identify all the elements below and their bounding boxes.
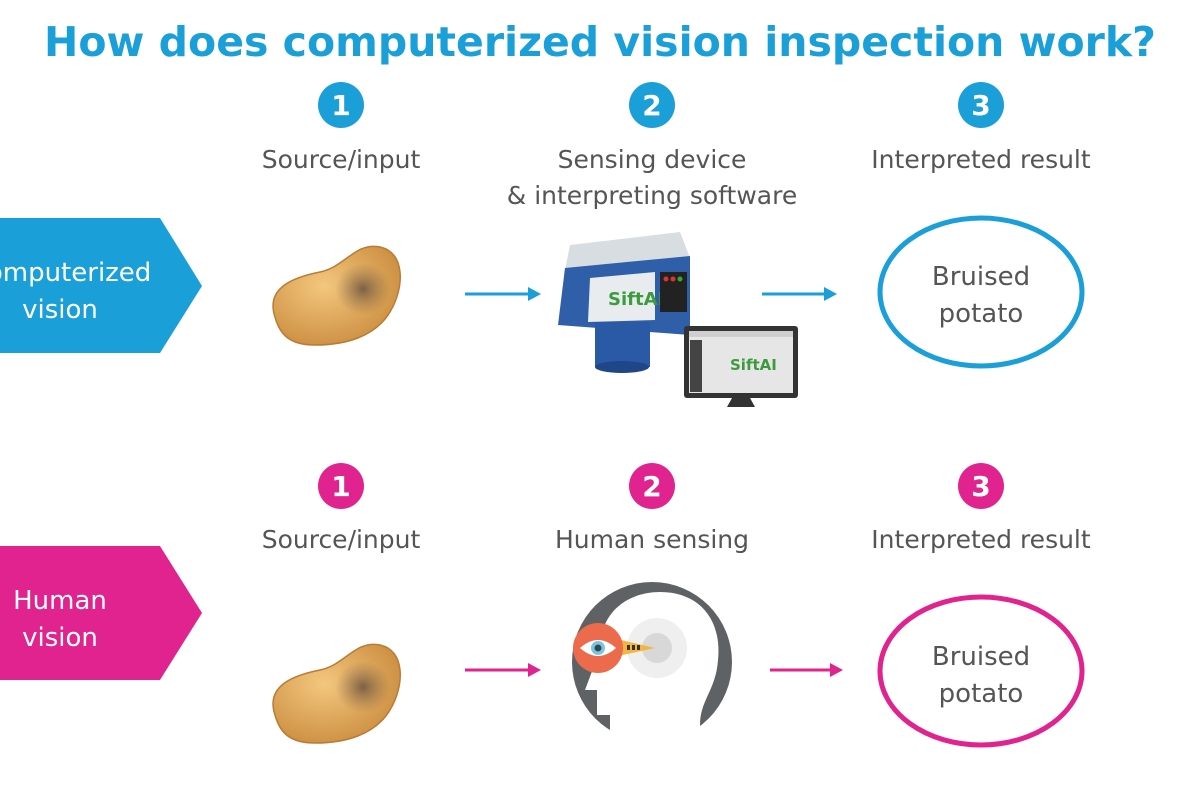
step-1: 1 Source/input — [262, 82, 421, 174]
step-number: 1 — [331, 470, 350, 503]
computerized-row: Computerized vision 1 Source/input 2 Sen… — [0, 82, 1091, 407]
step-number: 3 — [971, 470, 990, 503]
step-number-badge — [318, 82, 364, 128]
result-ellipse: Bruised potato — [877, 215, 1085, 369]
human-vision-tag: Human vision — [0, 546, 202, 680]
result-line2: potato — [939, 679, 1024, 709]
step-number-badge — [318, 463, 364, 509]
step-3: 3 Interpreted result — [871, 82, 1091, 174]
result-line1: Bruised — [932, 262, 1030, 292]
step-2: 2 Human sensing — [555, 463, 749, 554]
result-line1: Bruised — [932, 642, 1030, 672]
tag-line1: Computerized — [0, 258, 151, 288]
tag-line2: vision — [22, 623, 98, 653]
step-number: 3 — [971, 89, 990, 122]
arrow-right-icon — [762, 287, 837, 301]
step-3: 3 Interpreted result — [871, 463, 1091, 554]
step-number: 1 — [331, 89, 350, 122]
step-number-badge — [629, 82, 675, 128]
tag-line2: vision — [22, 295, 98, 325]
arrow-right-icon — [770, 663, 843, 677]
step-number-badge — [629, 463, 675, 509]
potato-icon — [272, 245, 401, 346]
result-line2: potato — [939, 299, 1024, 329]
head-eye-icon — [572, 582, 732, 745]
tag-line1: Human — [13, 586, 107, 616]
page-title: How does computerized vision inspection … — [44, 18, 1156, 66]
monitor-logo: SiftAI — [730, 356, 777, 374]
step-1: 1 Source/input — [262, 463, 421, 554]
human-row: Human vision 1 Source/input 2 Human sens… — [0, 463, 1091, 748]
step-label: Interpreted result — [871, 525, 1091, 554]
step-number: 2 — [642, 470, 661, 503]
potato-icon — [272, 643, 401, 744]
step-label: Source/input — [262, 145, 421, 174]
computerized-vision-tag: Computerized vision — [0, 218, 202, 353]
monitor-icon: SiftAI — [684, 326, 798, 407]
step-2: 2 Sensing device & interpreting software — [507, 82, 797, 210]
step-number: 2 — [642, 89, 661, 122]
step-label: Sensing device — [558, 145, 747, 174]
camera-device-icon: SiftAI — [558, 232, 690, 373]
result-ellipse: Bruised potato — [877, 594, 1085, 748]
arrow-right-icon — [465, 287, 541, 301]
step-label-line2: & interpreting software — [507, 181, 797, 210]
step-number-badge — [958, 82, 1004, 128]
step-label: Human sensing — [555, 525, 749, 554]
step-label: Interpreted result — [871, 145, 1091, 174]
arrow-right-icon — [465, 663, 541, 677]
step-number-badge — [958, 463, 1004, 509]
step-label: Source/input — [262, 525, 421, 554]
device-logo: SiftAI — [608, 289, 664, 310]
